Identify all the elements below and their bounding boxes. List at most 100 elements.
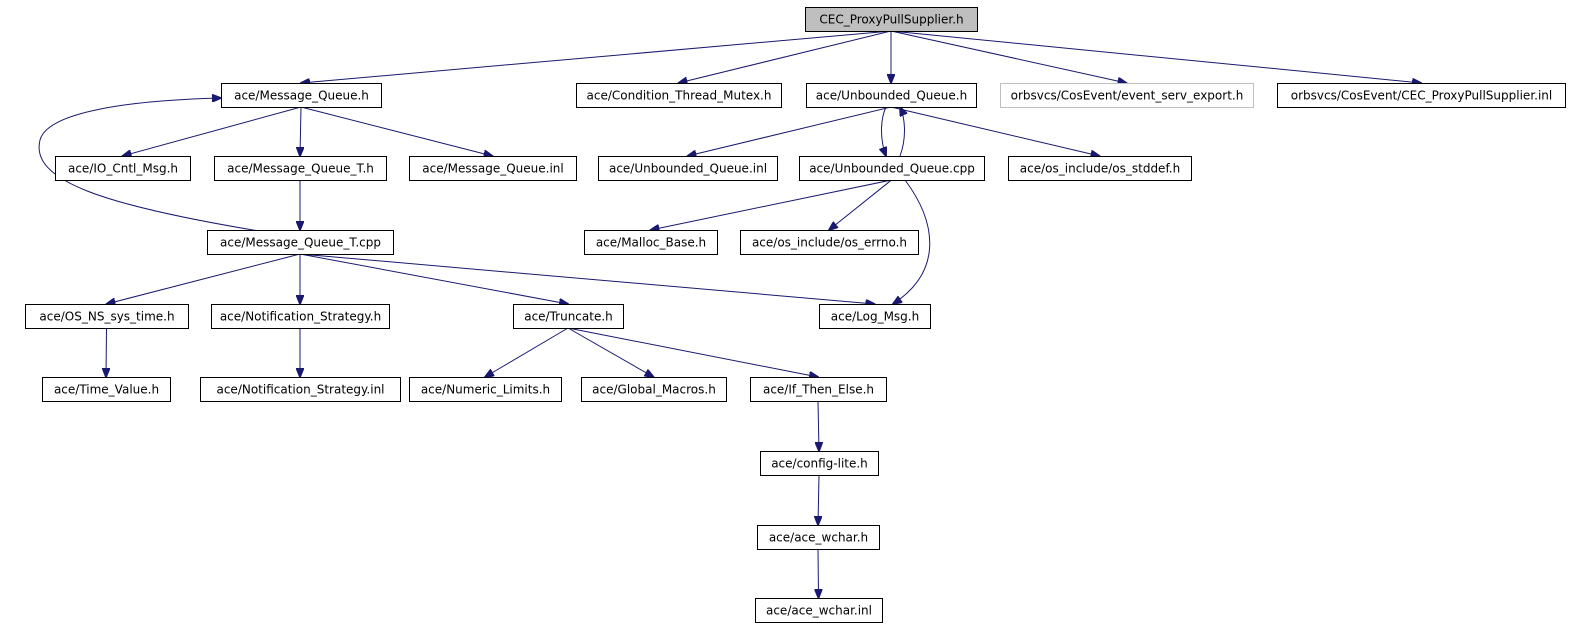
edge-mq_h-to-iocntl [123,106,302,156]
node-box [598,156,778,181]
node-box [581,377,727,402]
node-box [409,377,562,402]
node-box [1008,156,1192,181]
node-box [757,525,880,550]
edge-trunc-to-globmac [567,327,654,377]
node-label: ace/Unbounded_Queue.h [816,89,967,103]
edge-systime-to-timeval [106,327,107,377]
node-label: ace/Message_Queue_T.h [227,162,374,176]
node-box [1000,83,1254,108]
edge-uq_h-to-stddef [890,106,1100,156]
node-uq_cpp[interactable]: ace/Unbounded_Queue.cpp [799,156,985,181]
node-label: CEC_ProxyPullSupplier.h [819,13,963,27]
node-cec_inl[interactable]: orbsvcs/CosEvent/CEC_ProxyPullSupplier.i… [1277,83,1566,108]
node-box [799,156,985,181]
edge-root-to-ctm [679,30,892,83]
node-uq_inl[interactable]: ace/Unbounded_Queue.inl [598,156,778,181]
node-ctm[interactable]: ace/Condition_Thread_Mutex.h [576,83,782,108]
edge-uq_h-to-uq_inl [688,106,892,156]
node-label: ace/Message_Queue.h [234,89,369,103]
node-box [42,377,171,402]
edge-ifthen-to-config [818,400,819,451]
node-uq_h[interactable]: ace/Unbounded_Queue.h [806,83,977,108]
node-label: ace/Truncate.h [524,310,613,324]
node-label: ace/Global_Macros.h [592,383,716,397]
node-globmac[interactable]: ace/Global_Macros.h [581,377,727,402]
node-box [207,230,394,255]
node-box [200,377,401,402]
node-label: ace/Message_Queue_T.cpp [220,236,381,250]
node-mq_h[interactable]: ace/Message_Queue.h [221,83,382,108]
edge-trunc-to-numlim [485,327,569,377]
node-trunc[interactable]: ace/Truncate.h [513,304,624,329]
edge-config-to-wchar_h [818,474,819,525]
node-systime[interactable]: ace/OS_NS_sys_time.h [25,304,189,329]
node-root[interactable]: CEC_ProxyPullSupplier.h [805,7,978,32]
node-box [805,7,978,32]
node-box [214,156,387,181]
edges-layer [38,30,1421,598]
edge-mqt_cpp-to-trunc [299,253,568,304]
edge-uq_h-to-uq_cpp [882,106,887,156]
node-label: ace/ace_wchar.inl [766,604,872,618]
edge-uq_cpp-to-malloc [651,179,892,230]
node-wchar_inl[interactable]: ace/ace_wchar.inl [755,598,883,623]
node-box [1277,83,1566,108]
node-label: orbsvcs/CosEvent/CEC_ProxyPullSupplier.i… [1291,89,1552,103]
edge-root-to-mq_h [301,30,892,83]
node-label: ace/Time_Value.h [54,383,159,397]
edge-root-to-cec_inl [890,30,1421,83]
edge-wchar_h-to-wchar_inl [818,548,819,598]
node-label: orbsvcs/CosEvent/event_serv_export.h [1011,89,1244,103]
edge-uq_cpp-to-logmsg [893,179,931,304]
node-ifthen[interactable]: ace/If_Then_Else.h [750,377,887,402]
edge-mqt_cpp-to-logmsg [299,253,875,304]
edge-root-to-ese [890,30,1127,83]
node-box [760,451,879,476]
node-label: ace/os_include/os_errno.h [752,236,907,250]
node-timeval[interactable]: ace/Time_Value.h [42,377,171,402]
node-label: ace/Unbounded_Queue.inl [609,162,767,176]
node-box [221,83,382,108]
node-notif_h[interactable]: ace/Notification_Strategy.h [211,304,390,329]
edge-mq_h-to-mqt_h [300,106,301,156]
node-label: ace/os_include/os_stddef.h [1020,162,1180,176]
edge-mq_h-to-mq_inl [300,106,493,156]
node-stddef[interactable]: ace/os_include/os_stddef.h [1008,156,1192,181]
node-label: ace/If_Then_Else.h [763,383,874,397]
node-mq_inl[interactable]: ace/Message_Queue.inl [409,156,577,181]
node-wchar_h[interactable]: ace/ace_wchar.h [757,525,880,550]
node-box [584,230,718,255]
node-iocntl[interactable]: ace/IO_Cntl_Msg.h [55,156,191,181]
node-label: ace/Notification_Strategy.h [220,310,381,324]
node-label: ace/IO_Cntl_Msg.h [68,162,178,176]
edge-uq_cpp-to-errno [829,179,892,230]
node-ese[interactable]: orbsvcs/CosEvent/event_serv_export.h [1000,83,1254,108]
node-box [819,304,931,329]
node-label: ace/Unbounded_Queue.cpp [809,162,975,176]
node-label: ace/ace_wchar.h [769,531,868,545]
edge-trunc-to-ifthen [567,327,818,377]
node-mqt_cpp[interactable]: ace/Message_Queue_T.cpp [207,230,394,255]
nodes-layer: CEC_ProxyPullSupplier.h ace/Message_Queue… [25,7,1566,623]
node-box [576,83,782,108]
node-malloc[interactable]: ace/Malloc_Base.h [584,230,718,255]
node-box [409,156,577,181]
node-label: ace/Condition_Thread_Mutex.h [587,89,772,103]
edge-uq_cpp-to-uq_h [900,107,905,157]
node-box [211,304,390,329]
node-label: ace/OS_NS_sys_time.h [39,310,174,324]
node-errno[interactable]: ace/os_include/os_errno.h [740,230,919,255]
node-label: ace/Log_Msg.h [831,310,919,324]
node-numlim[interactable]: ace/Numeric_Limits.h [409,377,562,402]
edge-mqt_cpp-to-systime [107,253,301,304]
node-config[interactable]: ace/config-lite.h [760,451,879,476]
node-notif_inl[interactable]: ace/Notification_Strategy.inl [200,377,401,402]
node-label: ace/Numeric_Limits.h [421,383,550,397]
node-box [750,377,887,402]
node-label: ace/Notification_Strategy.inl [216,383,384,397]
node-label: ace/Malloc_Base.h [596,236,706,250]
node-logmsg[interactable]: ace/Log_Msg.h [819,304,931,329]
node-mqt_h[interactable]: ace/Message_Queue_T.h [214,156,387,181]
